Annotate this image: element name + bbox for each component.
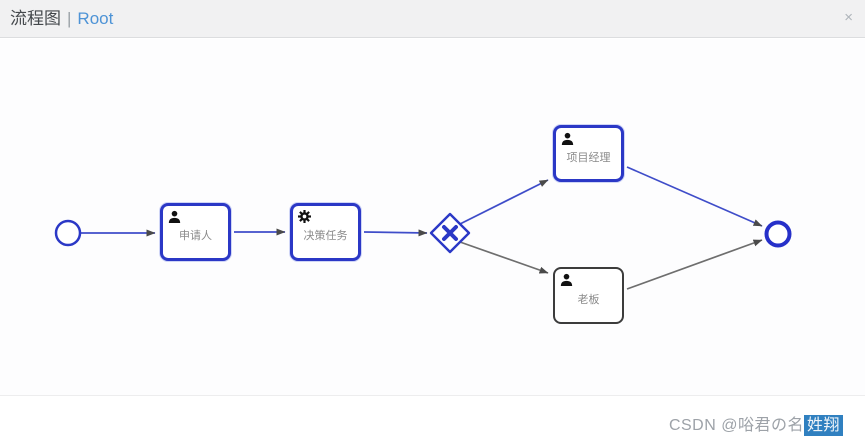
start-event-node[interactable] [54,219,82,247]
dialog-footer [0,395,865,441]
dialog-header: 流程图 | Root × [0,0,865,38]
end-event-node[interactable] [764,220,792,248]
user-icon [561,132,574,145]
flow-pm-end [626,166,763,227]
task-node-project-manager[interactable]: 项目经理 [553,125,624,182]
flow-gateway-pm [459,179,549,225]
flow-gateway-boss [459,241,549,274]
user-icon [560,273,573,286]
task-label: 决策任务 [303,230,348,243]
task-node-boss[interactable]: 老板 [553,267,624,324]
watermark-highlight: 姓翔 [803,415,843,436]
process-name: Root [77,9,114,28]
flow-boss-end [626,239,763,290]
task-node-decision[interactable]: 决策任务 [290,203,361,261]
gear-icon [298,210,311,223]
page-title-text: 流程图 [10,9,61,28]
user-icon [168,210,181,223]
task-label: 项目经理 [566,151,611,164]
exclusive-gateway-node[interactable] [429,212,471,254]
page-title: 流程图 | Root [10,0,113,37]
watermark-text: CSDN @唂君の名 [668,417,804,434]
task-label: 申请人 [179,230,212,243]
task-label: 老板 [577,293,600,306]
close-icon[interactable]: × [844,1,853,35]
title-separator: | [67,9,72,28]
gateway-x-icon [442,225,458,241]
task-node-applicant[interactable]: 申请人 [160,203,231,261]
watermark: CSDN @唂君の名姓翔 [668,411,843,436]
flow-decision-gateway [363,229,428,237]
diagram-canvas[interactable] [0,39,865,395]
